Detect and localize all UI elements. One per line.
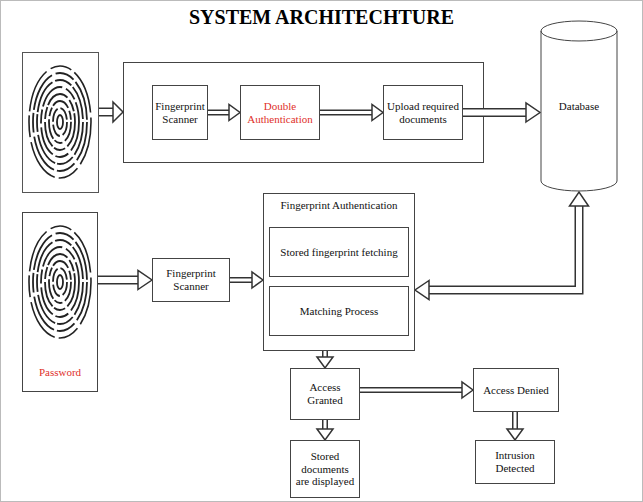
process-box: Double Authentication (240, 85, 320, 140)
node-label: Fingerprint Scanner (155, 100, 205, 125)
fingerprint-frame (23, 53, 99, 193)
node-label: Fingerprint Scanner (156, 267, 226, 292)
node-label: Access Granted (294, 381, 356, 406)
fingerprint-image (29, 226, 91, 338)
flow-arrow (415, 192, 589, 300)
process-box: Intrusion Detected (475, 440, 555, 484)
flow-arrow (317, 420, 333, 440)
flow-arrow (360, 382, 473, 398)
database-cylinder: Database (540, 20, 618, 192)
node-label: Database (559, 100, 599, 113)
process-box: Access Denied (473, 368, 559, 412)
flow-arrow (317, 351, 333, 368)
process-box: Upload required documents (383, 85, 463, 140)
flow-arrow (98, 271, 152, 290)
node-label: Fingerprint Authentication (280, 199, 397, 212)
fingerprint-input-box: Password (22, 212, 98, 392)
registration-group-box (124, 63, 484, 163)
fingerprint-image (29, 66, 91, 178)
flow-arrow (208, 105, 240, 121)
process-box: Fingerprint Scanner (152, 85, 208, 140)
flow-arrow (320, 105, 383, 121)
node-label: Stored documents are displayed (294, 450, 356, 488)
process-box: Access Granted (290, 368, 360, 420)
process-box: Stored fingerprint fetching (269, 227, 409, 277)
flow-arrow (230, 272, 263, 288)
input-arrow (99, 102, 123, 122)
flow-arrow (507, 412, 523, 440)
process-box: Matching Process (269, 286, 409, 336)
node-label: Password (39, 366, 81, 379)
group-box: Fingerprint AuthenticationStored fingerp… (263, 193, 415, 351)
node-label: Access Denied (483, 384, 549, 397)
node-label: Matching Process (300, 305, 379, 318)
node-label: Intrusion Detected (479, 449, 551, 474)
node-label: Upload required documents (387, 100, 459, 125)
process-box: Stored documents are displayed (290, 440, 360, 498)
process-box: Fingerprint Scanner (152, 258, 230, 302)
flow-arrow (463, 103, 540, 122)
node-label: Stored fingerprint fetching (280, 246, 397, 259)
node-label: Double Authentication (244, 100, 316, 125)
